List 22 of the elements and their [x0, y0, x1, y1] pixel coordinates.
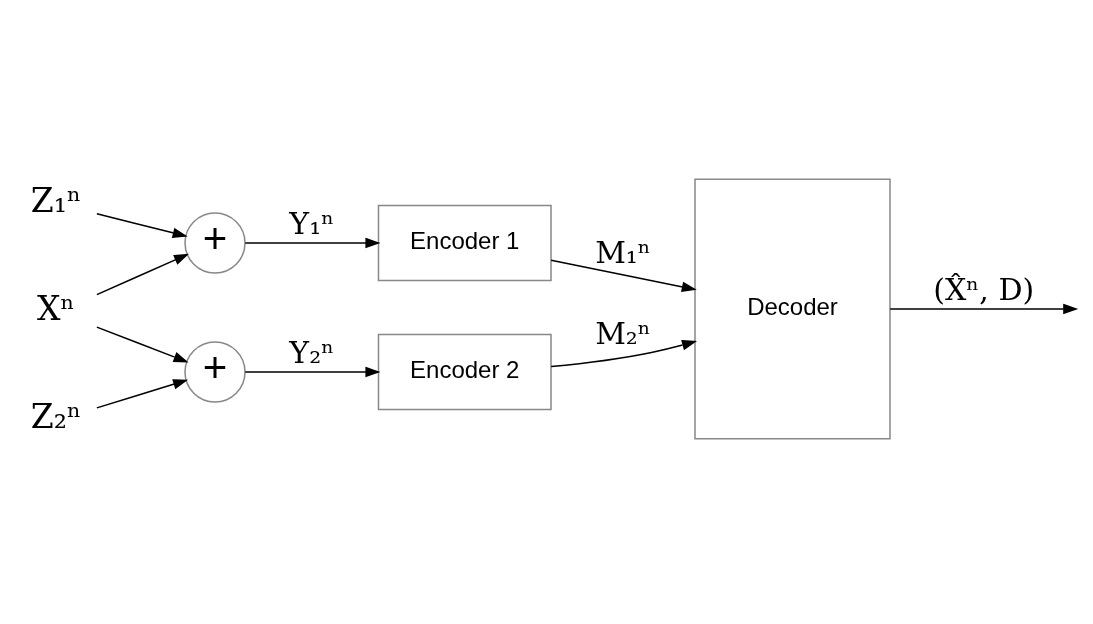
node-text: Xⁿ: [37, 289, 75, 329]
edge-label: (X̂ⁿ, D): [933, 272, 1035, 307]
arrow: [550, 259, 697, 292]
edge-label: M₁ⁿ: [595, 234, 651, 270]
arrow: [550, 340, 698, 368]
edge-label: Y₂ⁿ: [289, 335, 335, 370]
arrow: [889, 303, 1079, 315]
node-text: Z₂ⁿ: [30, 397, 82, 437]
arrow: [244, 366, 381, 378]
arrow: [96, 213, 188, 238]
arrow: [244, 237, 381, 249]
node-box: Decoder: [694, 178, 891, 440]
node-circle: +: [184, 341, 246, 403]
edge-label: M₂ⁿ: [595, 315, 651, 351]
node-box: Encoder 2: [377, 333, 552, 411]
arrow: [96, 253, 189, 296]
node-box: Encoder 1: [377, 204, 552, 282]
arrow: [96, 326, 189, 363]
arrow: [96, 379, 189, 409]
edge-label: Y₁ⁿ: [289, 206, 335, 241]
node-circle: +: [184, 212, 246, 274]
node-text: Z₁ⁿ: [30, 181, 82, 221]
